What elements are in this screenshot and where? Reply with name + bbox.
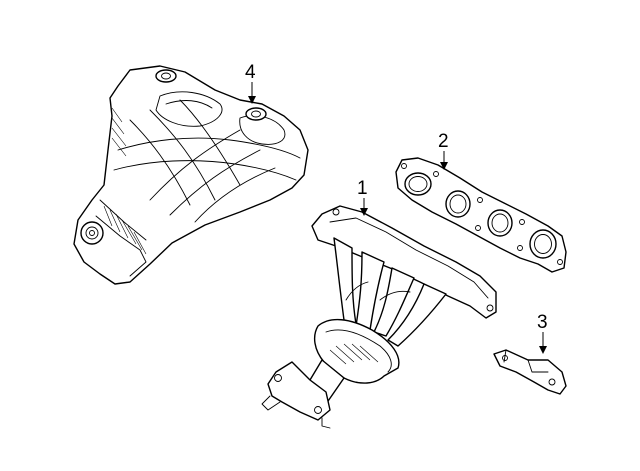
bracket-bolt-hole bbox=[502, 355, 508, 361]
heat-shield-bolt-boss-right bbox=[245, 107, 267, 121]
callout-1-arrowhead bbox=[360, 208, 368, 216]
gasket-bolt-hole bbox=[401, 163, 407, 169]
callout-2: 2 bbox=[438, 131, 449, 170]
callout-1: 1 bbox=[357, 178, 368, 216]
outlet-flange-stud bbox=[314, 406, 322, 414]
manifold-flange-stud bbox=[332, 208, 340, 216]
heat-shield-bolt-boss-top bbox=[155, 69, 177, 83]
callout-2-label: 2 bbox=[438, 131, 449, 152]
gasket-port-1 bbox=[404, 172, 432, 196]
gasket-bolt-hole bbox=[519, 219, 525, 225]
gasket-port-4 bbox=[529, 229, 557, 259]
manifold-flange-stud bbox=[486, 304, 494, 312]
callout-3-arrowhead bbox=[539, 346, 547, 354]
exhaust-manifold-part-1 bbox=[261, 205, 497, 429]
callout-4-arrowhead bbox=[248, 96, 256, 104]
callout-4-label: 4 bbox=[245, 62, 256, 83]
bracket-bolt-hole bbox=[548, 378, 556, 386]
gasket-bolt-hole bbox=[433, 171, 439, 177]
heat-shield-part-4 bbox=[73, 65, 309, 285]
gasket-bolt-hole bbox=[475, 225, 481, 231]
callout-4: 4 bbox=[245, 62, 256, 104]
manifold-bracket-part-3 bbox=[493, 349, 567, 395]
heat-shield-bolt-boss-left bbox=[80, 221, 104, 245]
callout-3: 3 bbox=[537, 312, 548, 354]
gasket-bolt-hole bbox=[517, 245, 523, 251]
gasket-port-3 bbox=[487, 209, 513, 237]
outlet-flange-stud bbox=[274, 374, 282, 382]
manifold-gasket-part-2 bbox=[395, 157, 567, 273]
callout-2-arrowhead bbox=[440, 162, 448, 170]
gasket-port-2 bbox=[445, 190, 471, 218]
gasket-bolt-hole bbox=[477, 197, 483, 203]
gasket-bolt-hole bbox=[557, 259, 563, 265]
callout-3-label: 3 bbox=[537, 312, 548, 333]
callout-1-label: 1 bbox=[357, 178, 368, 199]
